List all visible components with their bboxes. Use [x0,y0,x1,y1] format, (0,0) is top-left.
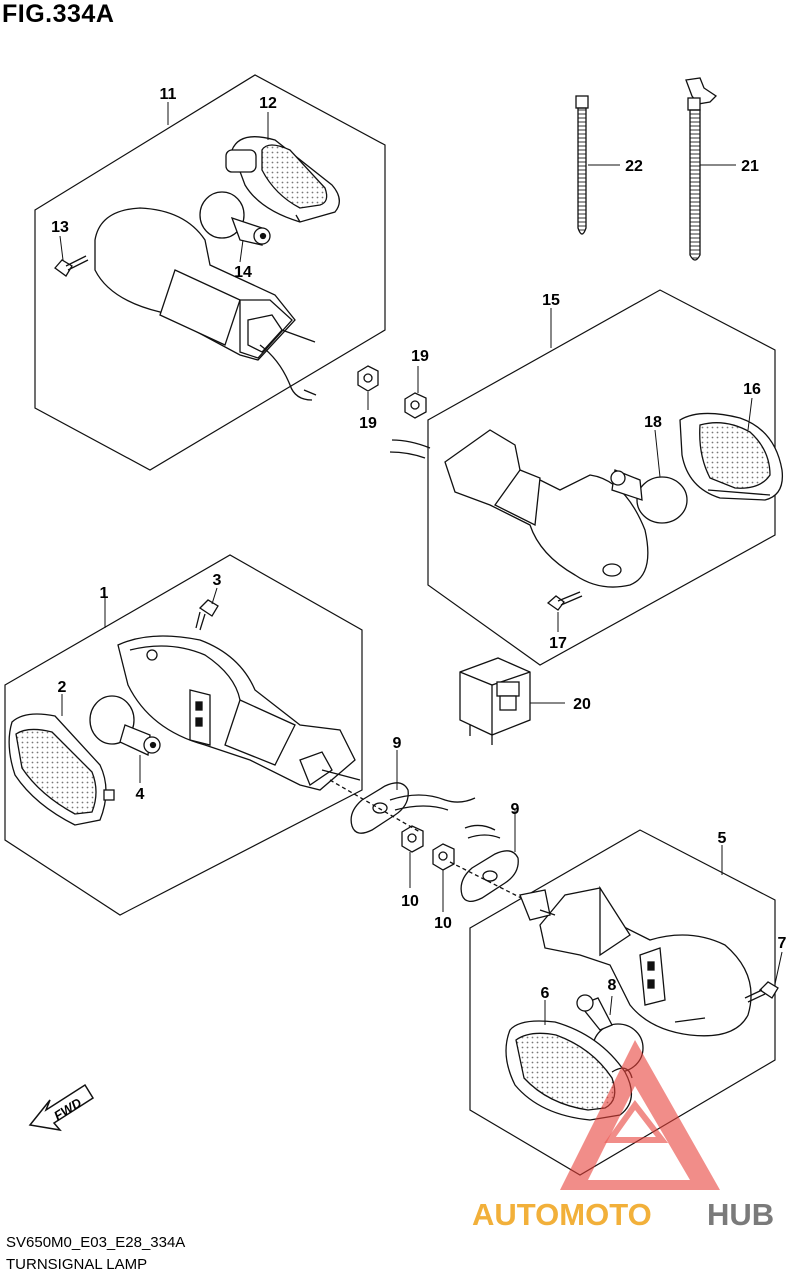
part-label-11: 11 [160,86,177,103]
diagram-code: SV650M0_E03_E28_334A [6,1234,186,1251]
fwd-arrow-icon: FWD [28,1083,95,1132]
part-label-4: 4 [136,786,145,803]
gasket-9-b [460,824,519,902]
assembly-boxes [4,74,776,1176]
gasket-9-a [350,782,476,834]
part-label-16: 16 [743,381,761,398]
figure-title: FIG.334A [2,0,115,28]
watermark-logo [560,1040,720,1190]
part-label-12: 12 [259,95,277,112]
assembly-box-15 [427,289,776,666]
part-label-1: 1 [100,585,109,602]
screw-3 [195,599,219,631]
assembly-box-5 [469,829,776,1176]
part-label-7: 7 [778,935,787,952]
part-label-6: 6 [541,985,550,1002]
part-label-19-b: 19 [411,348,429,365]
part-number-labels: 11 12 13 14 19 19 15 18 16 17 22 21 20 1… [51,86,786,1002]
screw-17 [546,591,583,611]
lens-2 [8,713,115,826]
nut-10-b [432,843,455,871]
lens-6 [505,1020,633,1121]
turnsignal-assembly-1 [8,599,361,826]
part-label-8: 8 [608,977,617,994]
bulb-4 [89,695,161,756]
lens-12 [225,136,340,223]
part-label-17: 17 [549,635,567,652]
bulb-18 [610,469,688,524]
bulb-14 [199,191,271,246]
part-label-9-b: 9 [511,801,520,818]
housing-15 [444,429,649,588]
part-label-3: 3 [213,572,222,589]
part-label-5: 5 [718,830,727,847]
part-label-19-a: 19 [359,415,377,432]
housing-1 [117,635,361,791]
leader-lines [59,102,783,1025]
cable-ties [575,77,718,261]
part-label-18: 18 [644,414,662,431]
part-label-15: 15 [542,292,560,309]
relay-20 [459,657,531,745]
gaskets-and-nuts [329,779,546,911]
part-label-13: 13 [51,219,69,236]
part-label-21: 21 [741,158,759,175]
screw-13 [54,255,89,277]
assembly-box-1 [4,554,363,916]
diagram-caption: TURNSIGNAL LAMP [6,1256,148,1273]
watermark-auto-text: AUTOMOTO [472,1197,652,1232]
housing-5 [519,885,752,1037]
nuts-19 [357,365,427,419]
part-label-20: 20 [573,696,591,713]
turnsignal-assembly-15 [389,412,784,611]
housing-11 [94,207,317,401]
part-label-10-a: 10 [401,893,419,910]
part-label-22: 22 [625,158,643,175]
cable-tie-21 [685,77,718,261]
turnsignal-assembly-11 [54,136,340,401]
part-label-2: 2 [58,679,67,696]
part-label-10-b: 10 [434,915,452,932]
screw-7 [744,981,779,1003]
cable-tie-22 [575,95,589,235]
part-label-14: 14 [234,264,252,281]
nut-10-a [401,825,424,853]
watermark-hub-text: HUB [707,1197,774,1232]
lens-16 [679,412,784,501]
assembly-box-11 [34,74,386,471]
part-label-9-a: 9 [393,735,402,752]
